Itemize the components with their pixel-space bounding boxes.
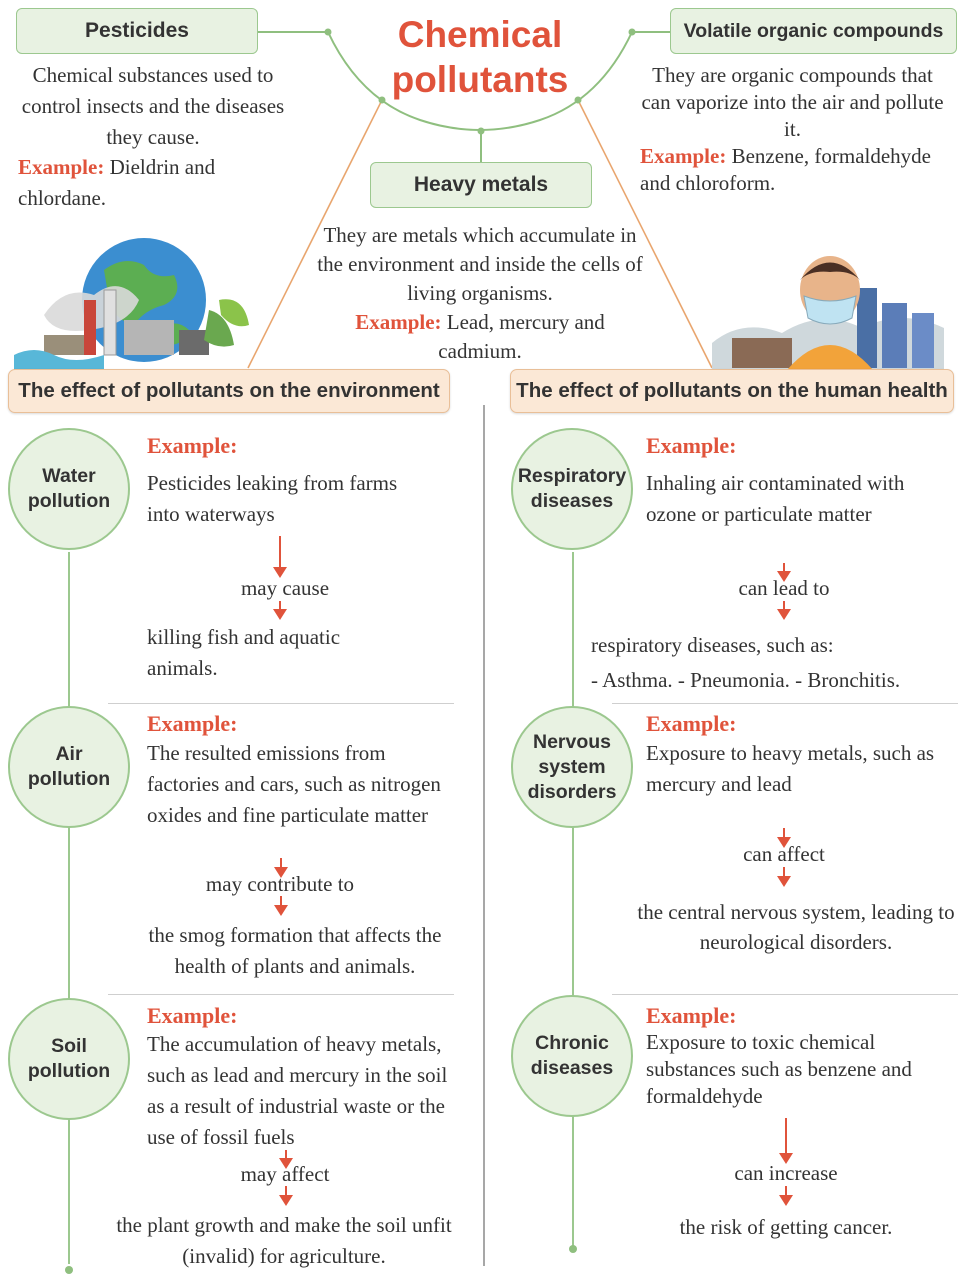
arrow-down-icon bbox=[279, 1150, 293, 1169]
arrow-down-icon bbox=[777, 563, 791, 582]
example-label: Example: bbox=[147, 711, 238, 736]
water-pollution-cause: Pesticides leaking from farms into water… bbox=[147, 471, 398, 526]
pesticides-desc: Chemical substances used to control inse… bbox=[21, 63, 285, 149]
arrow-down-icon bbox=[273, 601, 287, 620]
page-title: Chemical pollutants bbox=[391, 14, 569, 100]
water-pollution-circle: Water pollution bbox=[8, 428, 130, 550]
respiratory-diseases-circle: Respiratory diseases bbox=[511, 428, 633, 550]
air-pollution-link: may contribute to bbox=[205, 872, 355, 896]
soil-pollution-effect: the plant growth and make the soil unfit… bbox=[116, 1213, 452, 1268]
timeline-end-dot bbox=[65, 1266, 73, 1274]
soil-pollution-cause: The accumulation of heavy metals, such a… bbox=[147, 1032, 448, 1149]
heavy-metals-example: Example: Lead, mercury and cadmium. bbox=[355, 310, 605, 363]
arrow-down-icon bbox=[274, 896, 288, 916]
timeline-end-dot bbox=[569, 1245, 577, 1253]
example-label: Example: bbox=[646, 1003, 737, 1028]
arrow-down-icon bbox=[777, 601, 791, 620]
air-pollution-cause: The resulted emissions from factories an… bbox=[147, 741, 441, 827]
chronic-diseases-circle: Chronic diseases bbox=[511, 995, 633, 1117]
voc-tag: Volatile organic compounds bbox=[670, 8, 957, 54]
arrow-down-icon bbox=[777, 828, 791, 848]
arrow-down-icon bbox=[273, 536, 287, 578]
nervous-effect: the central nervous system, leading to n… bbox=[637, 900, 955, 954]
section-divider bbox=[108, 703, 454, 704]
arrow-down-icon bbox=[779, 1118, 793, 1164]
chronic-cause: Exposure to toxic chemical substances su… bbox=[646, 1030, 912, 1108]
pesticides-tag: Pesticides bbox=[16, 8, 258, 54]
arrow-down-icon bbox=[274, 858, 288, 878]
water-pollution-effect: killing fish and aquatic animals. bbox=[147, 625, 341, 680]
example-label: Example: bbox=[18, 155, 105, 179]
respiratory-link: can lead to bbox=[738, 576, 830, 600]
arrow-down-icon bbox=[779, 1186, 793, 1206]
pesticides-label: Pesticides bbox=[85, 19, 189, 42]
voc-label: Volatile organic compounds bbox=[683, 19, 944, 42]
nervous-system-circle: Nervous system disorders bbox=[511, 706, 633, 828]
example-label: Example: bbox=[147, 433, 238, 458]
globe-factory-illustration bbox=[14, 238, 249, 370]
heavy-metals-tag: Heavy metals bbox=[370, 162, 592, 208]
pesticides-example: Example: Dieldrin and chlordane. bbox=[18, 155, 216, 210]
soil-pollution-circle: Soil pollution bbox=[8, 998, 130, 1120]
environment-header: The effect of pollutants on the environm… bbox=[8, 369, 450, 413]
soil-pollution-link: may affect bbox=[240, 1162, 330, 1186]
section-divider bbox=[612, 994, 958, 995]
example-label: Example: bbox=[646, 711, 737, 736]
respiratory-effect-list: - Asthma. - Pneumonia. - Bronchitis. bbox=[591, 668, 901, 692]
arrow-down-icon bbox=[777, 867, 791, 887]
nervous-cause: Exposure to heavy metals, such as mercur… bbox=[646, 741, 935, 796]
example-label: Example: bbox=[640, 144, 727, 168]
air-pollution-circle: Air pollution bbox=[8, 706, 130, 828]
environment-timeline bbox=[68, 552, 70, 1264]
example-label: Example: bbox=[147, 1003, 238, 1028]
heavy-metals-label: Heavy metals bbox=[413, 173, 549, 196]
respiratory-effect: respiratory diseases, such as: bbox=[591, 633, 834, 657]
arrow-down-icon bbox=[279, 1186, 293, 1206]
masked-person-illustration bbox=[712, 256, 944, 370]
nervous-link: can affect bbox=[743, 842, 825, 866]
heavy-metals-desc: They are metals which accumulate in the … bbox=[317, 223, 643, 305]
example-label: Example: bbox=[646, 433, 737, 458]
health-header: The effect of pollutants on the human he… bbox=[510, 369, 954, 413]
health-timeline bbox=[572, 552, 574, 1247]
section-divider bbox=[612, 703, 958, 704]
example-label: Example: bbox=[355, 310, 442, 334]
air-pollution-effect: the smog formation that affects the heal… bbox=[148, 923, 442, 978]
water-pollution-link: may cause bbox=[240, 576, 330, 600]
chronic-effect: the risk of getting cancer. bbox=[679, 1215, 893, 1239]
voc-example: Example: Benzene, formaldehyde and chlor… bbox=[640, 144, 931, 195]
voc-desc: They are organic compounds that can vapo… bbox=[641, 63, 944, 141]
section-divider bbox=[108, 994, 454, 995]
respiratory-cause: Inhaling air contaminated with ozone or … bbox=[646, 471, 905, 526]
chronic-link: can increase bbox=[734, 1161, 838, 1185]
